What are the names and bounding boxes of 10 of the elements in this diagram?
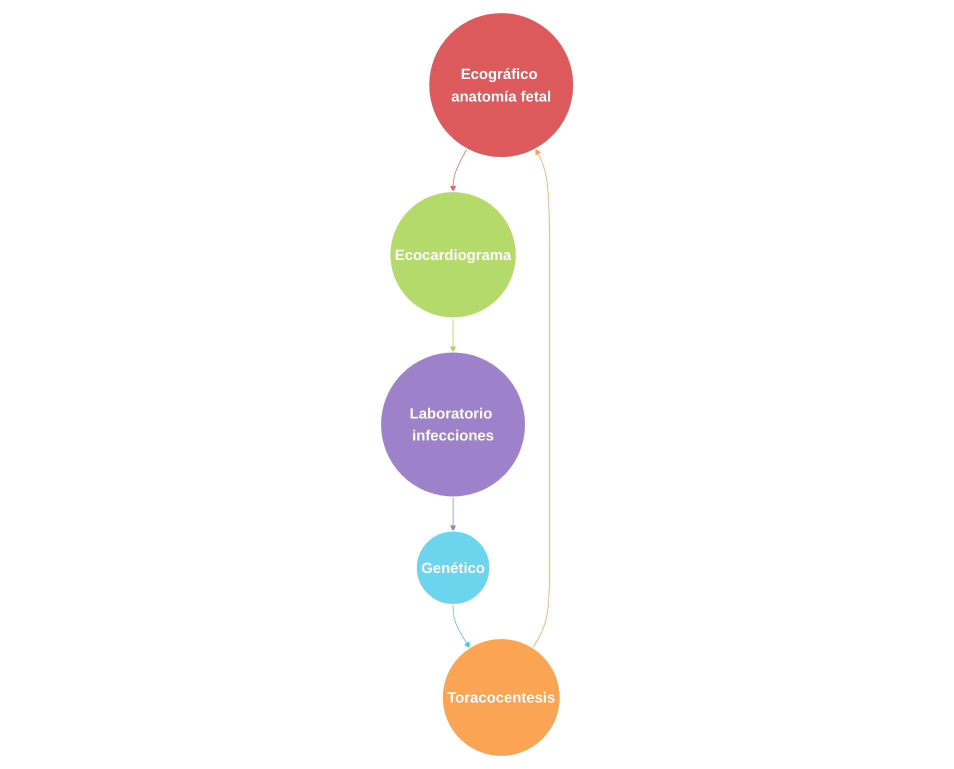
node-circle: Genético xyxy=(415,530,490,606)
node-circle: Ecográfico anatomía fetal xyxy=(428,12,574,158)
node-circle: Ecocardiograma xyxy=(388,190,517,319)
arrow xyxy=(532,148,550,648)
arrow xyxy=(450,318,456,352)
node-circle: Laboratorio infecciones xyxy=(380,351,526,498)
arrow xyxy=(450,496,456,532)
arrow xyxy=(450,148,467,192)
arrow xyxy=(452,604,470,648)
node-circle: Toracocentesis xyxy=(441,638,561,758)
